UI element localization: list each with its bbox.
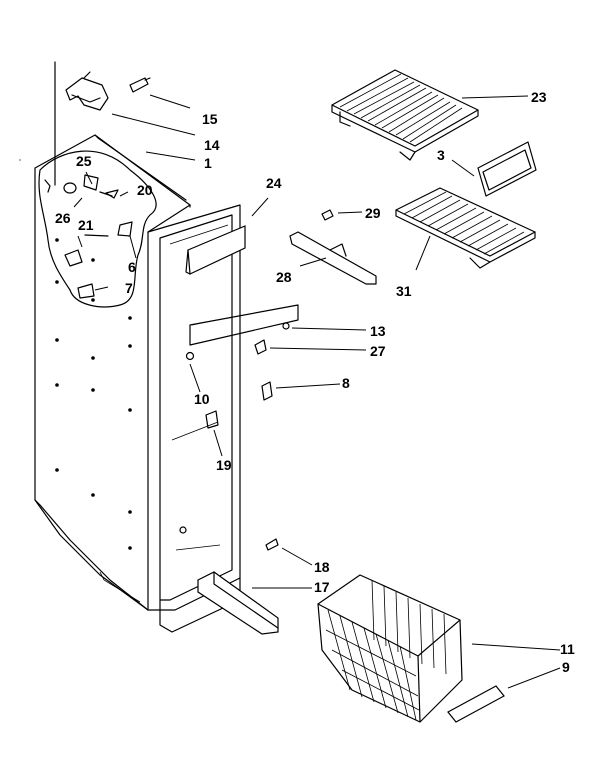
freezer-liner [19, 61, 299, 633]
callout-6: 6 [128, 259, 136, 275]
callout-24: 24 [266, 175, 282, 191]
part-8 [261, 381, 273, 401]
part-19 [205, 410, 219, 429]
callout-26: 26 [55, 210, 71, 226]
part-27 [254, 339, 267, 355]
callout-10: 10 [194, 391, 210, 407]
callout-31: 31 [396, 283, 412, 299]
callout-28: 28 [276, 269, 292, 285]
leader-lines [111, 94, 561, 689]
screw-part-29 [321, 209, 334, 221]
callout-3: 3 [437, 147, 445, 163]
callout-17: 17 [314, 579, 330, 595]
callout-23: 23 [531, 89, 547, 105]
shelf-part-23 [331, 69, 479, 161]
callout-7: 7 [125, 280, 133, 296]
callout-27: 27 [370, 343, 386, 359]
bracket-part-14 [65, 71, 109, 111]
part-10 [185, 351, 195, 361]
callout-15: 15 [202, 111, 218, 127]
callout-29: 29 [365, 205, 381, 221]
liner-holes [55, 238, 132, 550]
callout-20: 20 [137, 182, 153, 198]
callout-13: 13 [370, 323, 386, 339]
callouts: 15 14 1 25 20 26 21 6 7 24 23 3 29 28 31… [55, 89, 575, 675]
callout-9: 9 [562, 659, 570, 675]
shelf-part-31 [395, 187, 536, 269]
callout-14: 14 [204, 137, 220, 153]
part-3-cover [477, 141, 537, 197]
part-13 [282, 322, 290, 330]
callout-25: 25 [76, 153, 92, 169]
screw-part-15 [129, 77, 151, 93]
trim-part-24 [185, 225, 246, 275]
bracket-part-28 [289, 231, 377, 285]
part-9-trim [447, 685, 505, 723]
callout-8: 8 [342, 375, 350, 391]
callout-21: 21 [78, 217, 94, 233]
basket-part-11 [317, 574, 463, 723]
screw-part-18 [265, 538, 279, 551]
callout-11: 11 [560, 641, 575, 657]
cover-part-17 [197, 571, 279, 635]
callout-1: 1 [204, 155, 212, 171]
callout-18: 18 [314, 559, 330, 575]
callout-19: 19 [216, 457, 232, 473]
